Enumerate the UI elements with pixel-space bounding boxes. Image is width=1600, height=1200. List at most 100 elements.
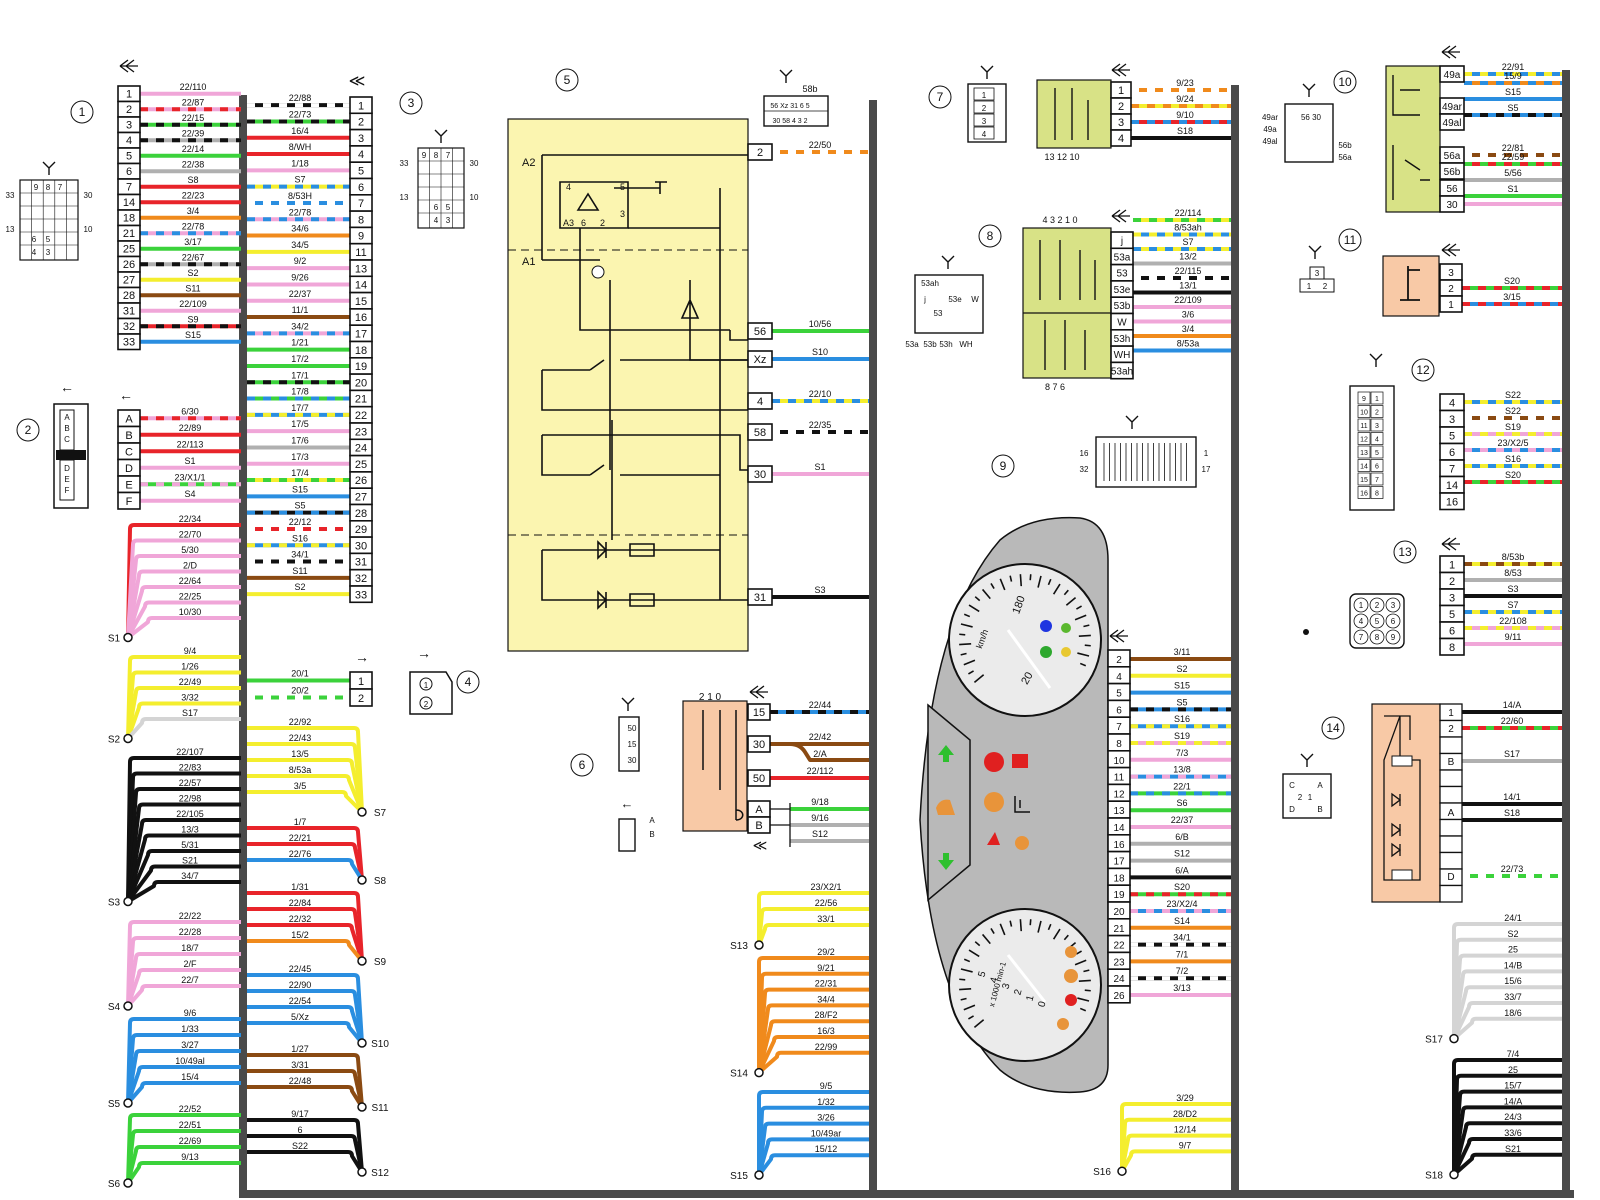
face-label: 53a [905, 340, 919, 349]
splice-s6-wire [126, 1145, 241, 1184]
tachometer-tick [960, 968, 973, 973]
wire-base [247, 1118, 364, 1173]
splice-s1-node [123, 632, 133, 643]
resistor-icon [1391, 755, 1413, 767]
splice-s1-wire [126, 616, 241, 640]
wire-label: 1/7 [294, 817, 307, 827]
speedometer-tick [1063, 589, 1069, 596]
wire-label: 22/110 [180, 82, 207, 92]
speedometer-tick [1019, 574, 1023, 587]
pin-cell [747, 392, 773, 410]
pin-label: 6 [1116, 705, 1122, 716]
splice-s14-wire [757, 971, 869, 1073]
face-label: 12 [1360, 437, 1368, 444]
callout-number: 14 [1326, 721, 1340, 735]
connector-c3-pins: 1234567891113141516171819202122232425262… [349, 96, 373, 604]
splice-s18-node [1449, 1169, 1459, 1180]
face-label: 8 [434, 151, 439, 160]
splice-s17-label: S17 [1425, 1035, 1443, 1046]
pin-label: 19 [355, 361, 367, 373]
pin-label: 15 [355, 296, 367, 308]
splice-s13-node [754, 940, 764, 950]
splice-s2-wire [126, 717, 241, 740]
splice-s9-wire [247, 939, 364, 963]
pin-cell [117, 491, 141, 510]
fork-path [941, 255, 955, 269]
wire-label: S18 [1504, 808, 1520, 818]
wire-label: 17/7 [291, 403, 309, 413]
callout-circle [1321, 716, 1345, 740]
pin-label: C [125, 447, 133, 459]
pin-label: 30 [1446, 200, 1458, 211]
pin-label: 26 [1113, 991, 1125, 1002]
splice-s4-wire [126, 968, 241, 1007]
wire-label: 11/1 [292, 305, 309, 315]
tachometer-tick [990, 928, 995, 934]
pin-label: 56a [1444, 151, 1461, 162]
wire-base [247, 1085, 364, 1109]
pin-label: D [1447, 872, 1454, 883]
pin-label: 2 [1449, 576, 1455, 588]
pin-label: 1 [126, 89, 132, 101]
pin-label: 53b [1114, 301, 1131, 312]
tachometer-tick [968, 949, 980, 958]
wire-label: 6/30 [181, 406, 199, 416]
wire-label: 2/A [813, 749, 827, 759]
face-pin [1369, 613, 1385, 629]
wire-label: 22/22 [179, 911, 202, 921]
speedometer-tick [974, 596, 981, 602]
wire-base [247, 1005, 364, 1044]
face-label: D [64, 464, 70, 473]
wire-label: S3 [814, 585, 825, 595]
circuit-trace [1039, 240, 1096, 370]
pin-label: 2 [1448, 284, 1454, 295]
wire-label: 22/51 [179, 1120, 202, 1130]
wire-base [757, 1090, 869, 1175]
wire-base [1452, 969, 1562, 1039]
wire-label: 15/6 [1504, 976, 1522, 986]
face-label: 1 [982, 91, 987, 100]
splice-s6-node [123, 1178, 133, 1188]
pin-label: 2 [126, 104, 132, 116]
splice-s1-wire [126, 585, 241, 639]
wire-label: S16 [1505, 454, 1521, 464]
splice-s14-label: S14 [730, 1069, 748, 1080]
pin-label: 58 [754, 427, 766, 439]
face-label: 1 [1308, 793, 1313, 802]
splice-s15-wire [757, 1121, 869, 1176]
pin-label: 17 [1113, 857, 1125, 868]
wire-label: S3 [1507, 584, 1518, 594]
tachometer-dial [948, 908, 1102, 1062]
connector-11-ground-fork-icon [1308, 245, 1322, 259]
splice-s13-wire [757, 907, 869, 946]
door-open-indicator-icon [936, 799, 955, 815]
wire-base [126, 802, 241, 902]
wire-base [1452, 985, 1562, 1040]
wire-label: S2 [1507, 929, 1518, 939]
speedometer-tick [990, 583, 995, 589]
wire-base [757, 1105, 869, 1176]
callout-number: 4 [465, 675, 472, 689]
pin-cell [747, 703, 771, 721]
wire-label: 7/1 [1176, 949, 1189, 959]
rear-fog-indicator-icon [1061, 647, 1071, 657]
wire-base [1452, 1016, 1562, 1041]
face-cell [973, 113, 995, 127]
connector-6-bracket [770, 803, 791, 847]
wire-label: 22/107 [176, 747, 204, 757]
wire-label: 18/7 [181, 943, 199, 953]
face-body [914, 274, 984, 334]
wire-label: 14/1 [1503, 792, 1521, 802]
pin-label: 12 [1113, 789, 1125, 800]
splice-s14-wire [757, 1003, 869, 1073]
splice-s15-wire [757, 1153, 869, 1177]
wire-label: 7/4 [1507, 1049, 1520, 1059]
callout-number: 5 [564, 73, 571, 87]
splice-s16-wire [1120, 1149, 1231, 1173]
circuit-trace [579, 228, 748, 341]
splice-s8-wire [247, 826, 364, 881]
